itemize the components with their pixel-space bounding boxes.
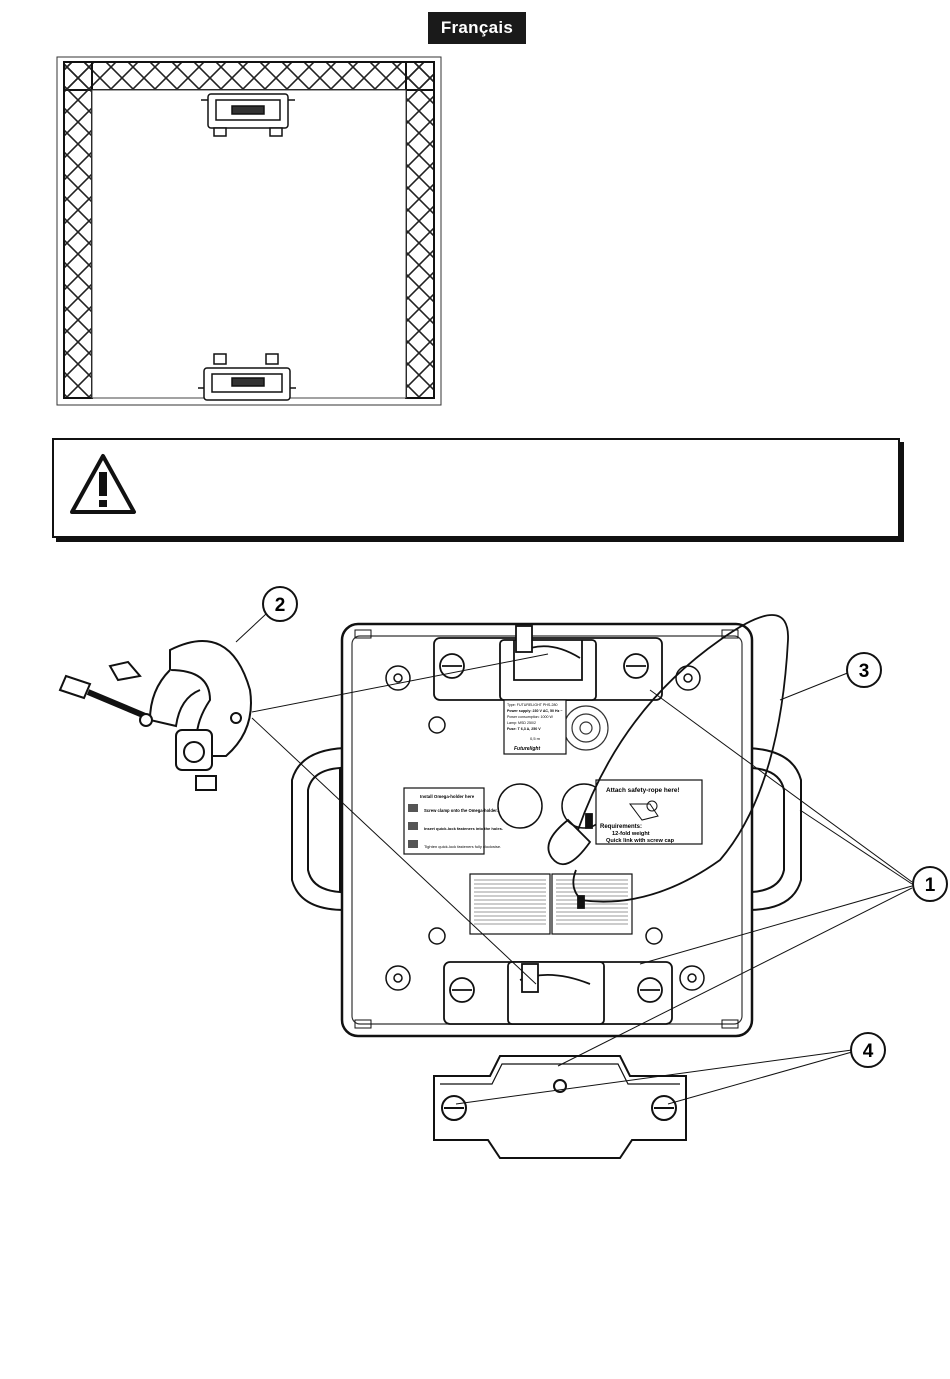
req-1: 12-fold weight [612,831,650,837]
omega-title: Install Omega-holder here [420,794,475,799]
left-handle-drawing [291,746,346,912]
callout-3: 3 [846,652,882,688]
truss-installation-illustration [56,56,442,406]
type-plate-lamp: Lamp: MSD 250/2 [507,721,536,725]
omega-holder-drawing [433,1055,687,1159]
warning-triangle-icon [70,454,136,514]
right-handle-drawing [747,746,802,912]
callout-2: 2 [262,586,298,622]
type-plate-model: Type: FUTURELIGHT PHS-280 [507,703,557,707]
type-plate: Type: FUTURELIGHT PHS-280 Power supply: … [503,699,567,755]
top-fixture-drawing [201,93,295,137]
callout-1: 1 [912,866,948,902]
warning-box [52,438,900,538]
type-plate-consumption: Power consumption: 1000 W [507,715,554,719]
leader-lines [235,613,913,1105]
fine-print-labels [469,873,633,935]
language-badge: Français [428,12,526,44]
bottom-mount-area [443,961,673,1025]
svg-text:3: 3 [859,661,870,682]
safety-rope [547,614,789,909]
safety-title: Attach safety-rope here! [606,787,680,794]
top-mount-area [433,625,663,701]
type-plate-brand: Futurelight [514,746,540,752]
type-plate-fuse: Fuse: T 6,3 A, 250 V [507,727,541,731]
clamp-drawing [58,640,252,791]
req-2: Quick link with screw cap [606,838,675,844]
svg-text:1: 1 [925,875,936,896]
svg-text:4: 4 [863,1041,874,1062]
safety-rope-label: Attach safety-rope here! Requirements: 1… [595,779,703,845]
screw-holes [385,665,705,991]
omega-instruction-label: Install Omega-holder here Screw clamp on… [403,787,503,855]
type-plate-power: Power supply: 230 V AC, 50 Hz ~ [507,709,563,713]
omega-step-3: Tighten quick-lock fasteners fully clock… [424,844,501,849]
callout-4: 4 [850,1032,886,1068]
omega-step-1: Screw clamp onto the Omega-holder. [424,808,498,813]
svg-text:2: 2 [275,595,286,616]
device-mounting-diagram: Type: FUTURELIGHT PHS-280 Power supply: … [58,586,948,1159]
req-title: Requirements: [600,824,642,830]
omega-step-2: Insert quick-lock fasteners into the hol… [424,826,503,831]
warning-text [164,454,878,522]
type-plate-distance: 0,5 m [530,736,541,741]
bottom-fixture-drawing [198,353,296,401]
